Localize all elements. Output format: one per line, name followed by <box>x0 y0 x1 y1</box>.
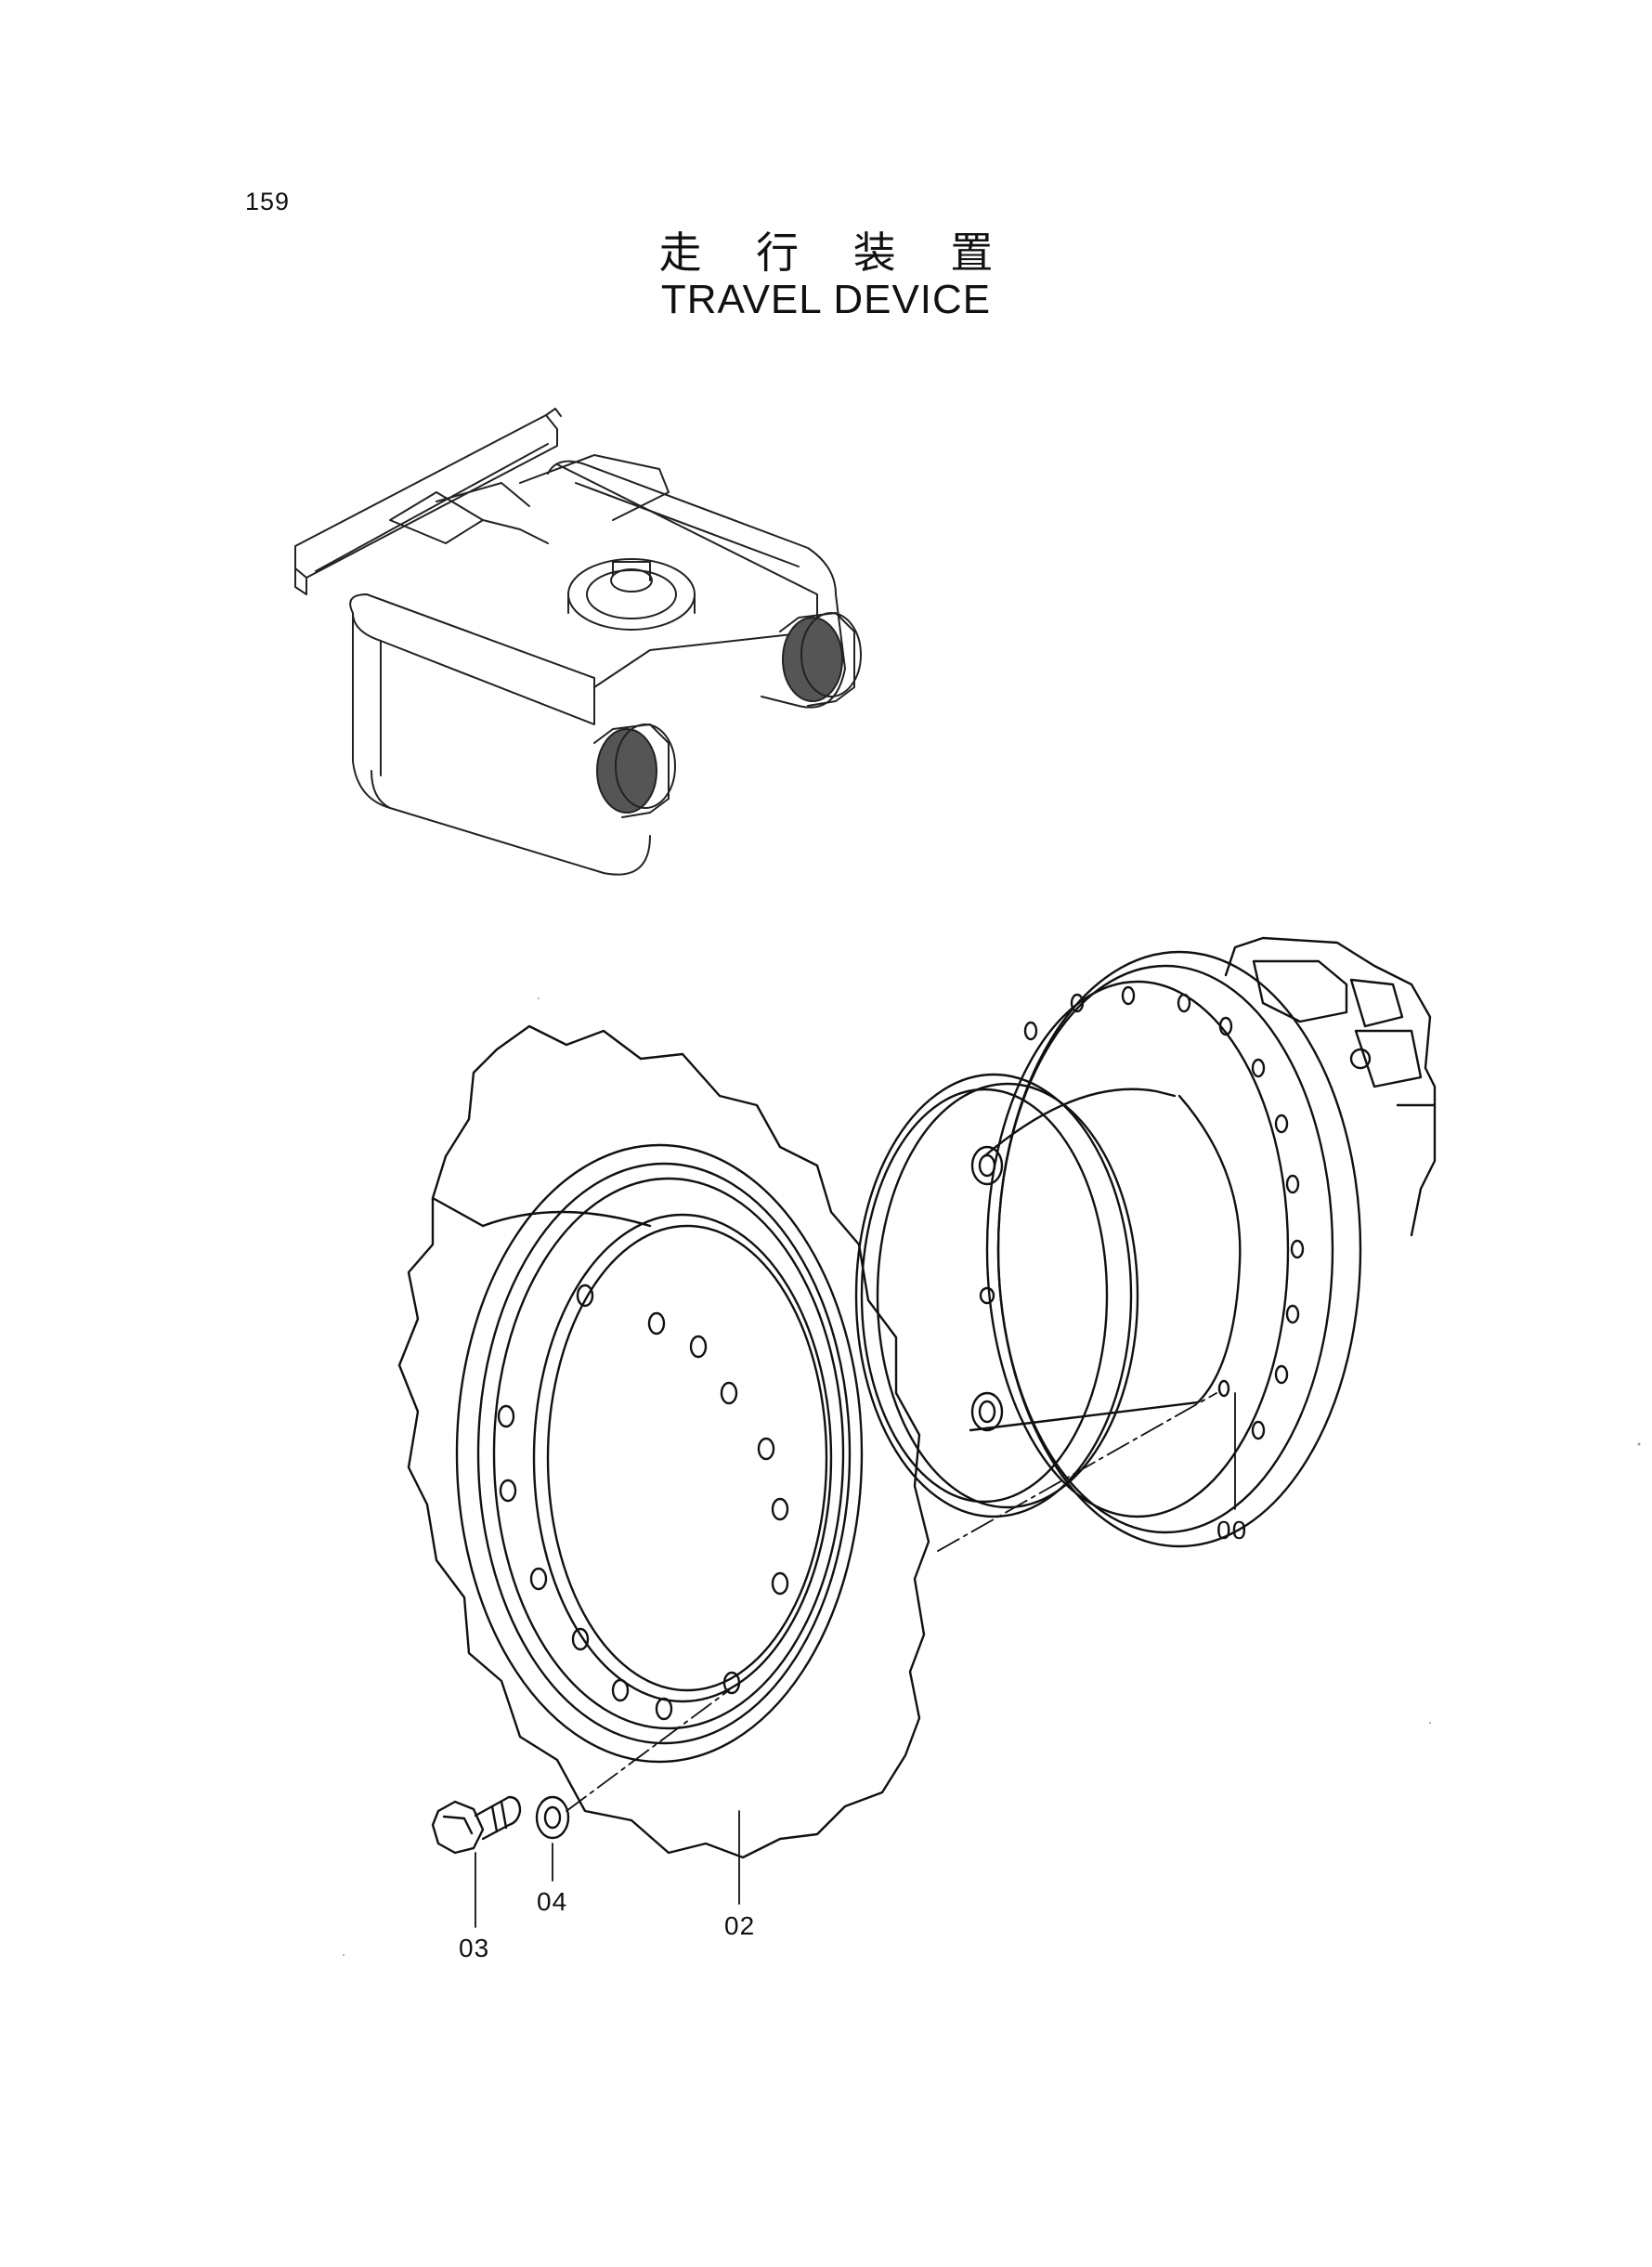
sprocket-bolt-holes <box>497 1283 789 1721</box>
callout-02: 02 <box>724 1911 756 1940</box>
overview-sprocket-right <box>779 612 862 707</box>
scan-specks <box>343 997 1641 1956</box>
title-english: TRAVEL DEVICE <box>660 277 992 322</box>
callout-03: 03 <box>459 1934 490 1962</box>
lock-washer <box>535 1795 570 1840</box>
motor-flange-bolt-holes <box>1023 985 1305 1440</box>
leader-lines <box>475 1392 1236 1928</box>
travel-motor <box>854 936 1437 1548</box>
bolt <box>431 1795 522 1855</box>
callout-04: 04 <box>537 1887 568 1916</box>
title-japanese: 走 行 装 置 <box>658 228 1014 278</box>
overview-sprocket-left <box>593 723 676 818</box>
callout-00: 00 <box>1216 1516 1248 1544</box>
sprocket <box>397 1024 930 1859</box>
page-number: 159 <box>245 188 291 215</box>
assembly-centerlines <box>566 1392 1217 1812</box>
undercarriage-overview <box>294 408 862 876</box>
